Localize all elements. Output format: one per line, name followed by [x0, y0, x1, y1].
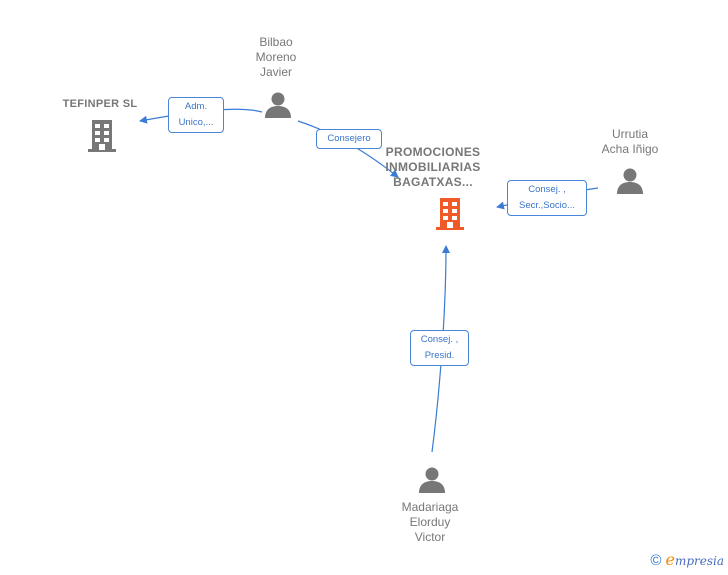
- edge-label-consejero[interactable]: Consejero: [316, 129, 382, 149]
- building-icon-main-company[interactable]: [434, 196, 466, 232]
- footer-brand: ©empresia: [650, 550, 724, 569]
- edge-label-adm-unico[interactable]: Adm. Unico,...: [168, 97, 224, 133]
- node-label-main-company[interactable]: PROMOCIONES INMOBILIARIAS BAGATXAS...: [385, 145, 481, 189]
- empresia-logo[interactable]: empresia: [665, 550, 724, 569]
- node-label-urrutia[interactable]: Urrutia Acha Iñigo: [601, 127, 659, 156]
- node-label-madariaga[interactable]: Madariaga Elorduy Victor: [401, 500, 459, 544]
- node-label-tefinper[interactable]: TEFINPER SL: [62, 98, 138, 110]
- building-icon-tefinper[interactable]: [86, 118, 118, 154]
- edge-label-consej-presid[interactable]: Consej. , Presid.: [410, 330, 469, 366]
- person-icon-madariaga[interactable]: [417, 465, 447, 495]
- edge-label-consej-secr-socio[interactable]: Consej. , Secr.,Socio...: [507, 180, 587, 216]
- node-label-bilbao[interactable]: Bilbao Moreno Javier: [255, 35, 297, 79]
- person-icon-urrutia[interactable]: [615, 166, 645, 196]
- copyright-icon: ©: [650, 552, 662, 569]
- person-icon-bilbao[interactable]: [263, 90, 293, 120]
